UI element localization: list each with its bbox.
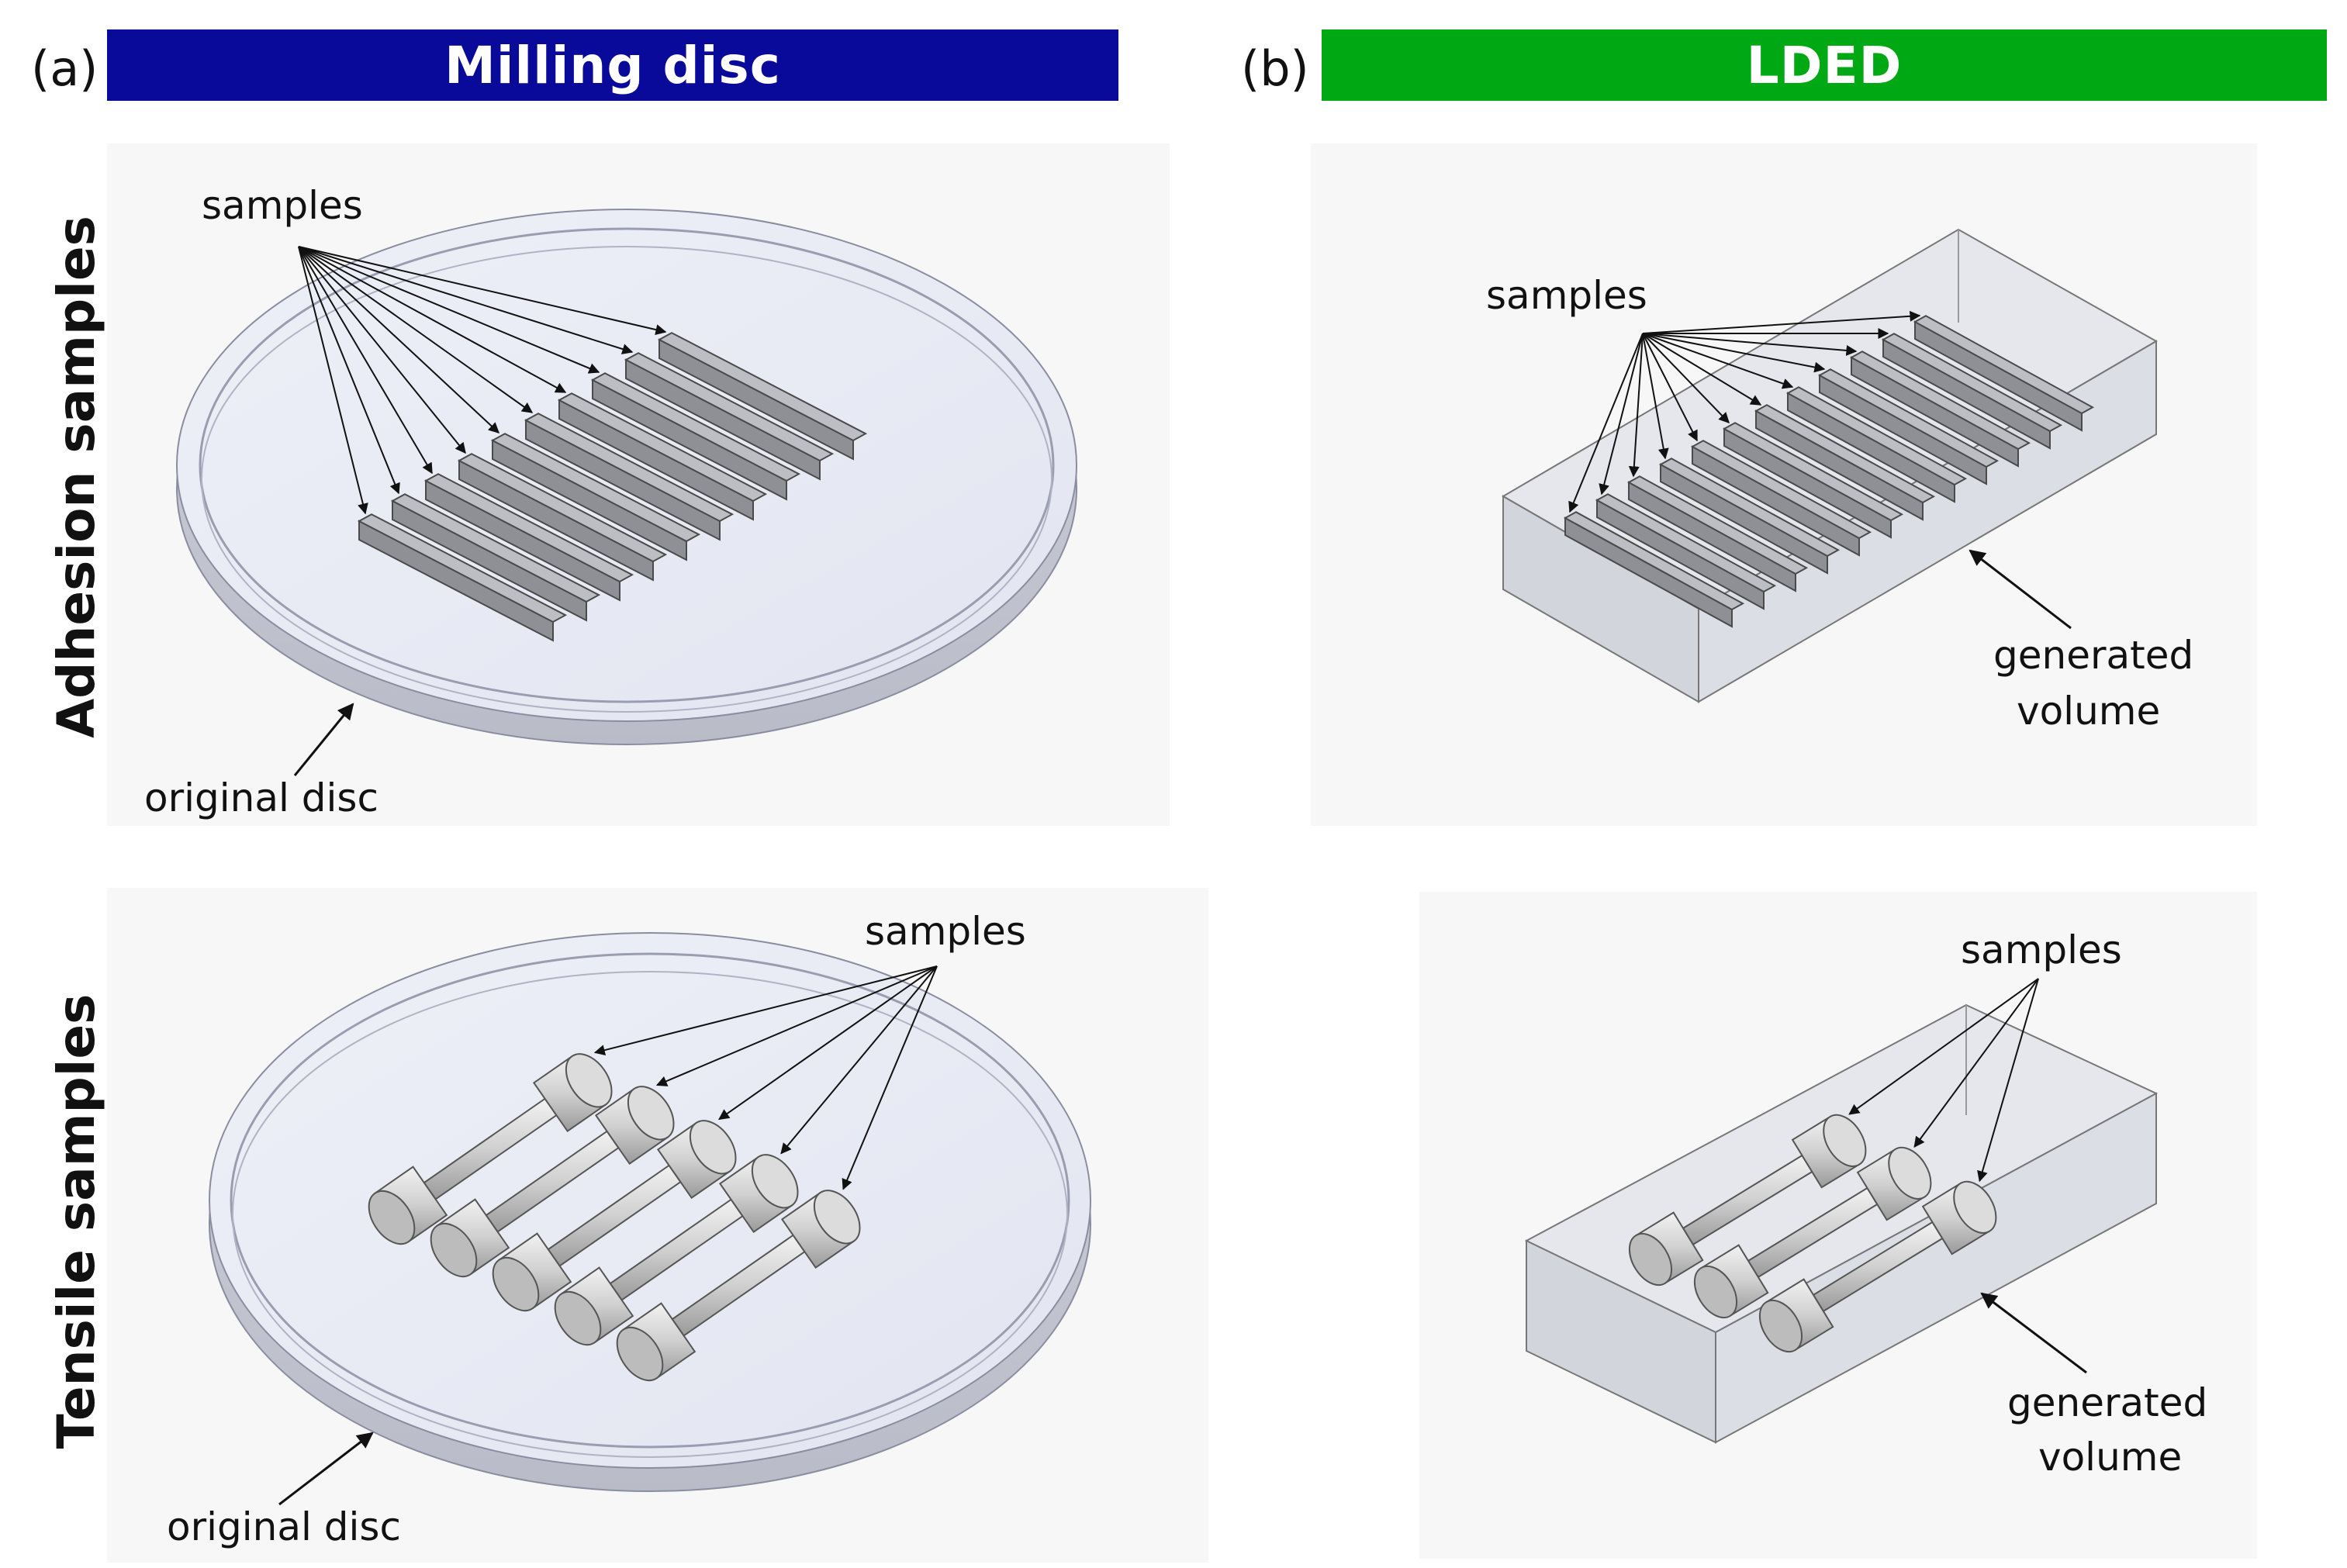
adhesion-lded-arrow-3 (1628, 333, 1644, 478)
adhesion-lded-sample-11 (1881, 333, 2063, 450)
adhesion-lded-arrow-10 (1642, 333, 1858, 356)
adhesion-lded-arrow-5 (1642, 333, 1698, 442)
adhesion-lded-sample-2 (1595, 493, 1777, 610)
tensile-lded-arrows (1848, 978, 2039, 1183)
adhesion-lded-arrows (1568, 310, 1921, 513)
adhesion-milling-sample-6 (524, 413, 735, 541)
tensile-disc (209, 932, 1091, 1492)
adhesion-lded-sample-6 (1722, 422, 1904, 539)
tensile-milling-sample-2 (430, 1086, 675, 1278)
original-disc-label-2: original disc (167, 1504, 401, 1549)
tensile-lded-arrow-3 (1977, 978, 2039, 1183)
adhesion-milling-sample-8 (590, 372, 801, 501)
tensile-milling-arrow-4 (780, 965, 938, 1155)
tensile-milling-sample-1 (368, 1053, 613, 1245)
adhesion-lded-sample-4 (1658, 458, 1841, 575)
adhesion-milling-arrow-3 (298, 246, 433, 475)
lded-header: LDED (1322, 29, 2327, 101)
adhesion-milling-sample-2 (390, 493, 601, 622)
adhesion-lded-samples-label: samples (1486, 273, 1647, 318)
tensile-lded-samples (1628, 1114, 1997, 1353)
adhesion-lded-arrow-4 (1642, 333, 1669, 460)
adhesion-milling-arrow-9 (298, 246, 634, 354)
adhesion-lded-sample-7 (1754, 404, 1936, 521)
adhesion-milling-arrow-1 (298, 246, 368, 515)
adhesion-lded-sample-8 (1785, 386, 1968, 503)
adhesion-milling-sample-5 (490, 433, 701, 561)
adhesion-milling-arrow-2 (298, 246, 400, 495)
adhesion-milling-sample-7 (557, 392, 768, 521)
adhesion-lded-sample-10 (1849, 351, 2031, 468)
volume-label-2: volume (2038, 1435, 2182, 1480)
adhesion-lded-arrow-6 (1642, 333, 1730, 424)
adhesion-milling-sample-4 (457, 453, 668, 582)
tensile-milling-arrow-5 (842, 965, 938, 1190)
generated-label-2: generated (2007, 1380, 2207, 1425)
original-disc-arrow-1 (293, 703, 354, 776)
tensile-milling-arrow-3 (718, 965, 938, 1121)
adhesion-milling-sample-10 (657, 332, 868, 461)
adhesion-milling-sample-3 (423, 473, 634, 602)
adhesion-milling-arrows (298, 246, 667, 515)
adhesion-lded-arrow-1 (1568, 333, 1644, 513)
tensile-milling-arrow-1 (593, 965, 938, 1056)
tensile-milling-sample-4 (554, 1154, 799, 1346)
adhesion-lded-arrow-9 (1642, 333, 1826, 373)
adhesion-lded-arrow-7 (1642, 333, 1762, 406)
panel-b-letter: (b) (1241, 40, 1309, 97)
tensile-lded-sample-1 (1628, 1114, 1867, 1287)
adhesion-milling-sample-9 (624, 352, 835, 481)
adhesion-lded-samples (1563, 315, 2095, 628)
adhesion-milling-samples (357, 332, 868, 642)
adhesion-milling-arrow-5 (298, 246, 500, 433)
adhesion-lded-sample-12 (1913, 315, 2095, 432)
adhesion-milling-arrow-7 (298, 246, 567, 393)
adhesion-milling-arrow-8 (298, 246, 600, 374)
tensile-milling-arrow-2 (655, 965, 938, 1086)
adhesion-lded-arrow-2 (1599, 333, 1644, 496)
tensile-lded-arrow-2 (1913, 978, 2039, 1148)
volume-label-1: volume (2017, 689, 2160, 734)
adhesion-milling-samples-label: samples (202, 183, 363, 228)
generated-volume-arrow-2 (1980, 1292, 2087, 1374)
tensile-milling-sample-3 (492, 1120, 737, 1312)
lded-title: LDED (1746, 35, 1903, 95)
adhesion-lded-sample-3 (1626, 475, 1809, 592)
milling-disc-header: Milling disc (107, 29, 1118, 101)
generated-volume-arrow-1 (1969, 549, 2072, 630)
original-disc-label-1: original disc (144, 775, 378, 820)
adhesion-milling-arrow-6 (298, 246, 534, 413)
tensile-milling-arrows (593, 965, 938, 1190)
adhesion-lded-sample-1 (1563, 511, 1745, 628)
original-disc-arrow-2 (278, 1432, 374, 1506)
adhesion-lded-sample-9 (1817, 368, 2000, 485)
milling-disc-title: Milling disc (444, 35, 781, 95)
tensile-lded-sample-2 (1693, 1146, 1932, 1319)
adhesion-milling-sample-1 (357, 513, 568, 642)
tensile-milling-samples-label: samples (865, 909, 1026, 954)
generated-label-1: generated (1993, 633, 2193, 678)
tensile-milling-sample-5 (616, 1190, 861, 1382)
adhesion-lded-sample-5 (1690, 440, 1872, 557)
adhesion-lded-arrow-8 (1642, 333, 1794, 389)
adhesion-milling-arrow-4 (298, 246, 466, 454)
panel-a-letter: (a) (31, 40, 99, 97)
tensile-milling-samples (368, 1053, 861, 1382)
tensile-lded-arrow-1 (1848, 978, 2039, 1115)
adhesion-milling-arrow-10 (298, 246, 667, 335)
tensile-lded-sample-3 (1758, 1180, 1997, 1353)
tensile-lded-samples-label: samples (1961, 927, 2122, 972)
adhesion-lded-arrow-12 (1642, 310, 1921, 334)
